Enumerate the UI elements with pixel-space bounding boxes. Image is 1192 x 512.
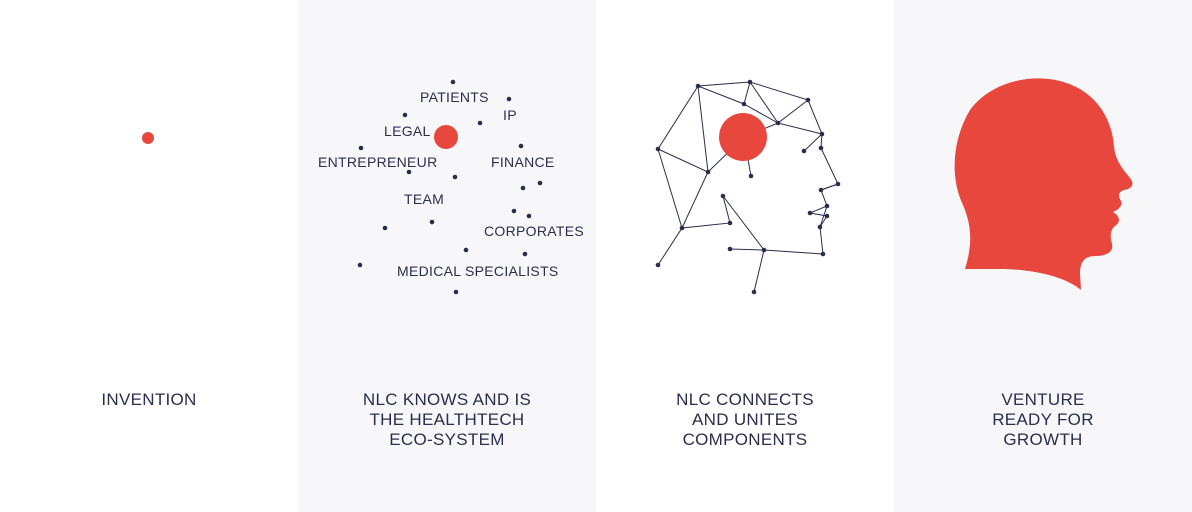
network-edge	[697, 85, 745, 105]
network-accent-dot	[719, 113, 767, 161]
caption-line: VENTURE	[1001, 390, 1085, 409]
network-edge	[697, 85, 709, 173]
panel-connects: NLC CONNECTS AND UNITES COMPONENTS	[596, 0, 894, 512]
network-node	[705, 169, 711, 175]
network-edge	[819, 205, 828, 228]
network-node	[727, 220, 733, 226]
network-node	[807, 210, 813, 216]
caption-line: AND UNITES	[692, 410, 798, 429]
network-edge	[743, 81, 809, 124]
network-edge	[749, 81, 779, 124]
eco-dot	[522, 251, 528, 257]
caption-line: NLC CONNECTS	[676, 390, 814, 409]
network-node	[824, 213, 830, 219]
network-node	[818, 145, 824, 151]
caption-invention: INVENTION	[0, 390, 298, 410]
network-edge	[803, 133, 823, 152]
panel-venture: VENTURE READY FOR GROWTH	[894, 0, 1192, 512]
eco-dot	[511, 208, 517, 214]
ecosystem-accent-dot	[434, 125, 458, 149]
eco-dot	[520, 185, 526, 191]
label-entrepreneur: ENTREPRENEUR	[318, 154, 438, 170]
network-node	[820, 251, 826, 257]
invention-graphic	[142, 132, 154, 144]
eco-dot	[518, 143, 524, 149]
network-node	[727, 246, 733, 252]
eco-dot	[402, 112, 408, 118]
eco-dot	[526, 213, 532, 219]
panel-ecosystem: PATIENTS IP LEGAL ENTREPRENEUR FINANCE T…	[298, 0, 596, 512]
network-node	[720, 193, 726, 199]
network-edge	[657, 85, 699, 266]
network-node	[747, 79, 753, 85]
network-node	[801, 148, 807, 154]
network-edge	[657, 148, 824, 255]
label-finance: FINANCE	[491, 154, 555, 170]
caption-venture: VENTURE READY FOR GROWTH	[894, 390, 1192, 450]
caption-line: ECO-SYSTEM	[389, 430, 505, 449]
caption-line: READY FOR	[992, 410, 1094, 429]
label-legal: LEGAL	[384, 123, 431, 139]
network-node	[818, 187, 824, 193]
network-node	[679, 225, 685, 231]
network-node	[695, 83, 701, 89]
eco-dot	[477, 120, 483, 126]
label-corporates: CORPORATES	[484, 223, 584, 239]
network-node	[655, 146, 661, 152]
network-head-graphic	[655, 79, 841, 295]
eco-dot	[452, 174, 458, 180]
network-node	[835, 181, 841, 187]
ecosystem-dots	[357, 79, 543, 295]
network-node	[819, 131, 825, 137]
eco-dot	[453, 289, 459, 295]
eco-dot	[357, 262, 363, 268]
network-nodes	[655, 79, 841, 295]
caption-line: INVENTION	[101, 390, 197, 409]
label-medical-specialists: MEDICAL SPECIALISTS	[397, 263, 559, 279]
network-edge	[820, 183, 839, 191]
network-node	[748, 173, 754, 179]
network-node	[817, 224, 823, 230]
caption-line: GROWTH	[1003, 430, 1083, 449]
eco-dot	[406, 169, 412, 175]
network-edge	[753, 249, 765, 293]
invention-dot	[142, 132, 154, 144]
network-node	[751, 289, 757, 295]
ecosystem-graphic: PATIENTS IP LEGAL ENTREPRENEUR FINANCE T…	[318, 79, 584, 295]
panel-invention: INVENTION	[0, 0, 298, 512]
network-edge	[729, 248, 765, 251]
label-team: TEAM	[404, 191, 444, 207]
caption-line: THE HEALTHTECH	[369, 410, 525, 429]
caption-line: NLC KNOWS AND IS	[362, 390, 532, 409]
eco-dot	[382, 225, 388, 231]
label-patients: PATIENTS	[420, 89, 489, 105]
label-ip: IP	[503, 107, 517, 123]
eco-dot	[358, 145, 364, 151]
network-node	[741, 101, 747, 107]
network-edges	[657, 81, 839, 293]
network-node	[775, 120, 781, 126]
head-silhouette-icon	[954, 78, 1133, 290]
caption-ecosystem: NLC KNOWS AND IS THE HEALTHTECH ECO-SYST…	[298, 390, 596, 450]
solid-head-graphic	[954, 78, 1133, 290]
network-node	[761, 247, 767, 253]
caption-connects: NLC CONNECTS AND UNITES COMPONENTS	[596, 390, 894, 450]
eco-dot	[506, 96, 512, 102]
network-node	[824, 203, 830, 209]
network-node	[655, 262, 661, 268]
eco-dot	[450, 79, 456, 85]
caption-line: COMPONENTS	[682, 430, 808, 449]
eco-dot	[463, 247, 469, 253]
network-node	[805, 97, 811, 103]
eco-dot	[537, 180, 543, 186]
eco-dot	[429, 219, 435, 225]
